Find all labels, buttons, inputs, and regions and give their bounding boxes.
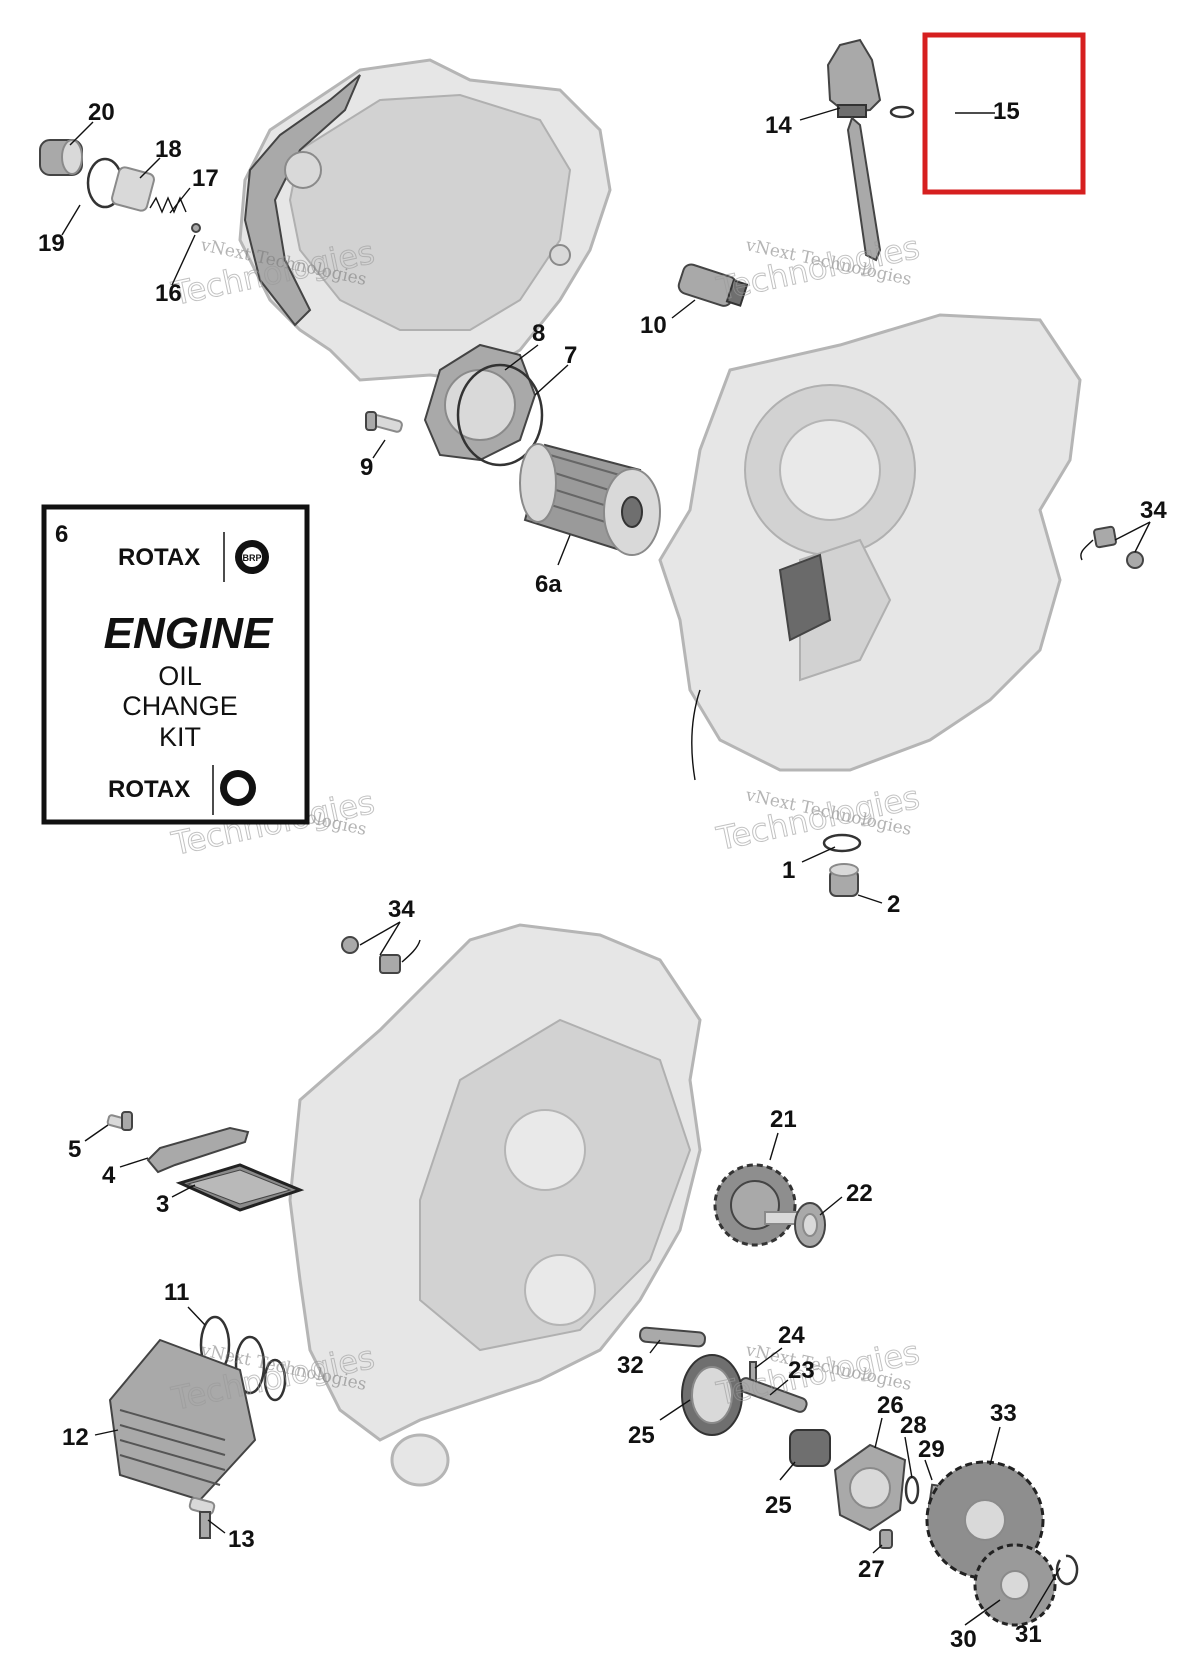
- callout-19: 19: [38, 230, 65, 257]
- callout-20: 20: [88, 99, 115, 126]
- crankcase-cover: [238, 58, 612, 382]
- callout-4: 4: [102, 1162, 116, 1189]
- callout-25-left: 25: [628, 1422, 655, 1449]
- o-ring-part-7: [456, 363, 544, 467]
- callout-24: 24: [778, 1322, 805, 1349]
- oil-cooler-part-12: [108, 1338, 257, 1502]
- kit-number: 6: [55, 521, 68, 548]
- plug-part-20: [39, 139, 83, 176]
- callout-13: 13: [228, 1526, 255, 1553]
- callout-14: 14: [765, 112, 792, 139]
- watermark-outline-2: Technologies: [713, 228, 923, 308]
- callout-22: 22: [846, 1180, 873, 1207]
- callout-17: 17: [192, 165, 219, 192]
- valve-part-18: [111, 166, 155, 212]
- callout-23: 23: [788, 1357, 815, 1384]
- callout-3: 3: [156, 1191, 169, 1218]
- callout-7: 7: [564, 342, 577, 369]
- brp-badge-text: BRP: [242, 553, 261, 563]
- callout-5: 5: [68, 1136, 81, 1163]
- retainer-part-4: [146, 1126, 250, 1174]
- dipstick-part-14: [826, 38, 882, 262]
- spring-part-17: [149, 196, 187, 214]
- callout-27: 27: [858, 1556, 885, 1583]
- callout-12: 12: [62, 1424, 89, 1451]
- callout-8: 8: [532, 320, 545, 347]
- pin-part-16: [191, 223, 201, 233]
- sensor-part-10: [677, 263, 749, 307]
- callout-labels: 20 18 17 19 16 14 15 10 8 7 9 6a 34 1 2 …: [38, 98, 1167, 1653]
- bolt-part-5: [106, 1111, 133, 1131]
- screw-part-9: [365, 411, 403, 433]
- callout-21: 21: [770, 1106, 797, 1133]
- bolt-part-13: [188, 1496, 216, 1539]
- washer-part-28: [904, 1475, 920, 1505]
- circlip-part-31: [1055, 1554, 1079, 1586]
- o-ring-part-15: [889, 105, 915, 119]
- pump-cover-part-26: [833, 1443, 907, 1532]
- callout-30: 30: [950, 1626, 977, 1653]
- rotor-part-25-inner: [789, 1429, 831, 1467]
- callout-34-lower: 34: [388, 896, 415, 923]
- callout-29: 29: [918, 1436, 945, 1463]
- callout-2: 2: [887, 891, 900, 918]
- sensor-bracket-part-34-lower: [341, 936, 421, 974]
- watermark-outline-4: Technologies: [713, 778, 923, 858]
- shaft-part-32: [639, 1326, 706, 1348]
- leader-lines: [61, 107, 1151, 1626]
- callout-10: 10: [640, 312, 667, 339]
- gear-part-21: [713, 1163, 806, 1247]
- callout-9: 9: [360, 454, 373, 481]
- callout-26: 26: [877, 1392, 904, 1419]
- bearing-part-22: [794, 1202, 826, 1248]
- highlight-box-part-15: [922, 32, 1086, 195]
- callout-15: 15: [993, 98, 1020, 125]
- sensor-bracket-part-34-upper: [1080, 525, 1144, 569]
- crankcase-left: [288, 923, 702, 1487]
- callout-33: 33: [990, 1400, 1017, 1427]
- callout-25-bottom: 25: [765, 1492, 792, 1519]
- kit-line-kit: KIT: [159, 722, 201, 752]
- gear-part-30: [973, 1543, 1057, 1627]
- callout-18: 18: [155, 136, 182, 163]
- callout-32: 32: [617, 1352, 644, 1379]
- callout-1: 1: [782, 857, 795, 884]
- kit-brand-top: ROTAX: [118, 544, 200, 571]
- kit-title: ENGINE: [104, 609, 274, 658]
- gasket-part-1: [822, 833, 862, 853]
- brp-logo-bottom-icon: [220, 770, 256, 806]
- callout-16: 16: [155, 280, 182, 307]
- oil-filter-cover-part-8: [423, 343, 537, 462]
- callout-34-upper: 34: [1140, 497, 1167, 524]
- drain-plug-part-2: [829, 863, 859, 897]
- crankcase-right: [658, 313, 1082, 781]
- rotor-part-25-outer: [681, 1354, 743, 1436]
- kit-brand-bottom: ROTAX: [108, 776, 190, 803]
- brp-logo-icon: BRP: [235, 540, 269, 574]
- callout-6a: 6a: [535, 571, 562, 598]
- oil-filter-part-6a: [519, 443, 661, 556]
- callout-31: 31: [1015, 1621, 1042, 1648]
- callout-28: 28: [900, 1412, 927, 1439]
- kit-line-oil: OIL: [158, 661, 202, 691]
- kit-line-change: CHANGE: [122, 691, 238, 721]
- screw-part-27: [879, 1529, 893, 1549]
- strainer-part-3: [175, 1163, 305, 1212]
- callout-11: 11: [164, 1279, 189, 1306]
- oil-change-kit-box: 6 ROTAX BRP ENGINE OIL CHANGE KIT ROTAX: [41, 504, 310, 825]
